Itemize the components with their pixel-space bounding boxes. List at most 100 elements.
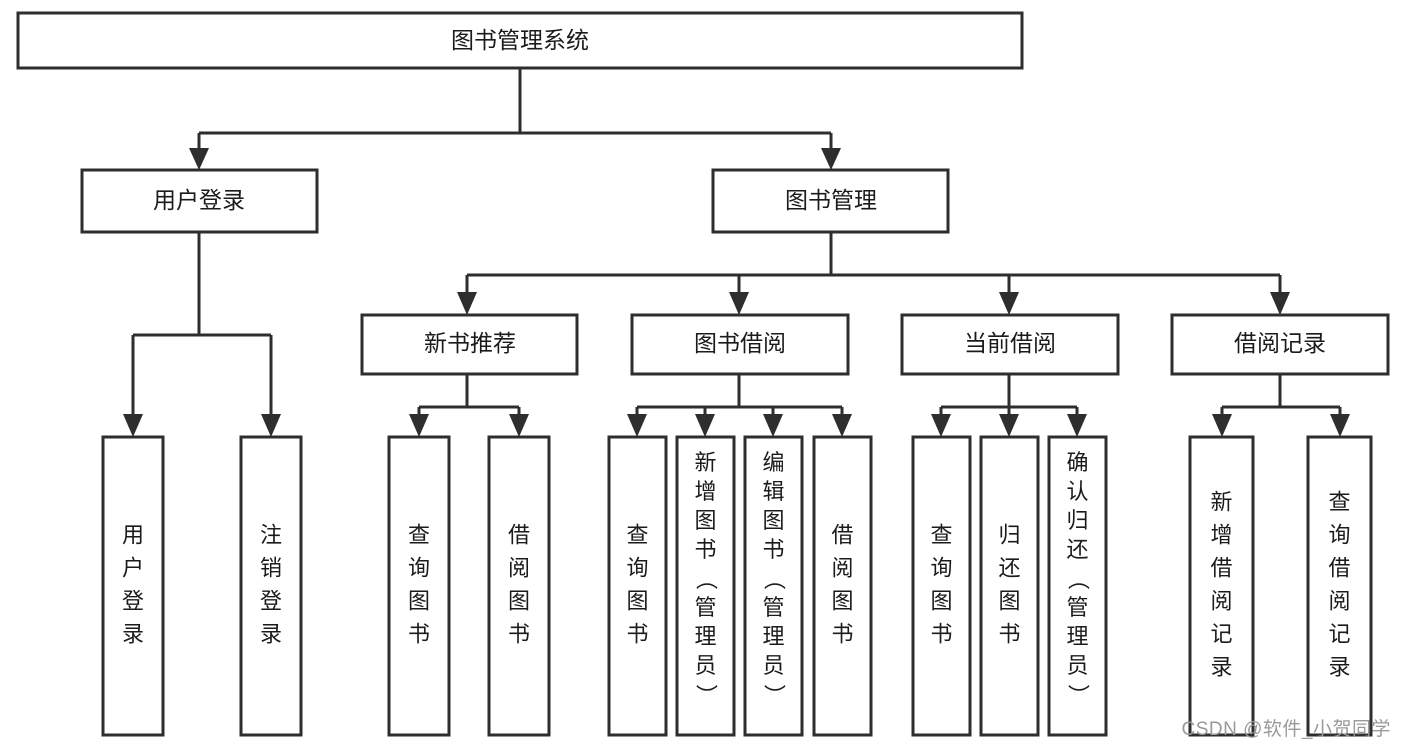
- svg-text:确: 确: [1066, 450, 1088, 475]
- node-book-manage[interactable]: 图书管理: [711, 168, 950, 234]
- leaf-borrow-book-1-box[interactable]: [487, 435, 551, 737]
- svg-text:理: 理: [762, 624, 784, 649]
- svg-text:归: 归: [1066, 508, 1088, 533]
- svg-text:借: 借: [1210, 556, 1232, 581]
- svg-text:销: 销: [260, 556, 282, 581]
- svg-text:图: 图: [930, 589, 952, 614]
- svg-text:登: 登: [260, 589, 282, 614]
- svg-text:图: 图: [998, 589, 1020, 614]
- connector-group-book-manage: [457, 232, 1290, 315]
- svg-text:（: （: [694, 568, 719, 590]
- svg-text:录: 录: [1328, 655, 1350, 680]
- node-borrow-record-box[interactable]: [1170, 313, 1390, 376]
- svg-text:录: 录: [122, 622, 144, 647]
- svg-text:）: ）: [694, 684, 719, 706]
- arrow-to-leaf-confirm-return: [1067, 414, 1087, 437]
- connector-group-borrow-record: [1212, 374, 1350, 437]
- node-book-borrow-box[interactable]: [630, 313, 850, 376]
- arrow-to-new-book-recommend: [457, 292, 477, 315]
- leaf-edit-book-box[interactable]: [743, 435, 804, 737]
- svg-text:用: 用: [122, 523, 144, 548]
- leaf-query-book-3-box[interactable]: [911, 435, 972, 737]
- leaf-query-book-2[interactable]: [607, 435, 668, 737]
- connector-group-root: [189, 68, 841, 170]
- connector-group-user-login: [123, 232, 281, 437]
- leaf-add-book[interactable]: [675, 435, 736, 737]
- svg-text:询: 询: [1328, 523, 1350, 548]
- leaf-add-record-box[interactable]: [1188, 435, 1255, 737]
- watermark-text: CSDN @软件_小贺同学: [1181, 719, 1391, 740]
- svg-text:新: 新: [1210, 490, 1232, 515]
- leaf-user-login[interactable]: [101, 435, 165, 737]
- arrow-to-leaf-add-book: [695, 414, 715, 437]
- leaf-edit-book[interactable]: [743, 435, 804, 737]
- arrow-to-book-borrow: [729, 292, 749, 315]
- leaf-query-record[interactable]: [1306, 435, 1373, 737]
- connector-group-new-book-recommend: [409, 374, 529, 437]
- node-new-book-recommend[interactable]: 新书推荐: [360, 313, 579, 376]
- leaf-add-record[interactable]: [1188, 435, 1255, 737]
- leaf-return-book-box[interactable]: [979, 435, 1040, 737]
- leaf-query-book-2-box[interactable]: [607, 435, 668, 737]
- leaf-confirm-return-box[interactable]: [1047, 435, 1108, 737]
- node-new-book-recommend-label: 新书推荐: [424, 330, 516, 356]
- leaf-borrow-book-2-box[interactable]: [812, 435, 873, 737]
- svg-text:询: 询: [408, 556, 430, 581]
- svg-text:管: 管: [1066, 595, 1088, 620]
- leaf-confirm-return[interactable]: [1047, 435, 1108, 737]
- leaf-user-logout[interactable]: [239, 435, 303, 737]
- arrow-to-borrow-record: [1270, 292, 1290, 315]
- node-current-borrow[interactable]: 当前借阅: [900, 313, 1120, 376]
- node-user-login[interactable]: 用户登录: [80, 168, 319, 234]
- leaf-query-book-3[interactable]: [911, 435, 972, 737]
- leaf-user-login-box[interactable]: [101, 435, 165, 737]
- svg-text:员: 员: [762, 653, 784, 678]
- arrow-to-leaf-query-book-3: [931, 414, 951, 437]
- leaf-query-record-box[interactable]: [1306, 435, 1373, 737]
- svg-text:书: 书: [831, 622, 853, 647]
- svg-text:图: 图: [626, 589, 648, 614]
- svg-text:询: 询: [626, 556, 648, 581]
- leaf-return-book[interactable]: [979, 435, 1040, 737]
- node-book-manage-box[interactable]: [711, 168, 950, 234]
- svg-text:户: 户: [122, 556, 144, 581]
- leaf-borrow-book-2[interactable]: [812, 435, 873, 737]
- arrow-to-leaf-user-logout: [261, 414, 281, 437]
- svg-text:增: 增: [1210, 523, 1232, 548]
- svg-text:管: 管: [762, 595, 784, 620]
- svg-text:借: 借: [508, 523, 530, 548]
- svg-text:管: 管: [694, 595, 716, 620]
- leaf-labels-layer: 用户登录注销登录查询图书借阅图书查询图书新增图书（管理员）编辑图书（管理员）借阅…: [122, 450, 1351, 706]
- svg-text:新: 新: [694, 450, 716, 475]
- node-current-borrow-box[interactable]: [900, 313, 1120, 376]
- svg-text:还: 还: [998, 556, 1020, 581]
- svg-text:阅: 阅: [1210, 589, 1232, 614]
- node-root-box[interactable]: [16, 11, 1024, 70]
- svg-text:员: 员: [694, 653, 716, 678]
- leaf-query-book-1-box[interactable]: [387, 435, 451, 737]
- node-book-borrow-label: 图书借阅: [694, 330, 786, 356]
- node-new-book-recommend-box[interactable]: [360, 313, 579, 376]
- svg-text:图: 图: [762, 508, 784, 533]
- arrow-to-leaf-borrow-book-1: [509, 414, 529, 437]
- svg-text:阅: 阅: [1328, 589, 1350, 614]
- arrow-to-leaf-return-book: [999, 414, 1019, 437]
- leaf-user-logout-box[interactable]: [239, 435, 303, 737]
- node-borrow-record[interactable]: 借阅记录: [1170, 313, 1390, 376]
- node-root[interactable]: 图书管理系统: [16, 11, 1024, 70]
- node-user-login-label: 用户登录: [153, 187, 245, 213]
- leaf-add-book-box[interactable]: [675, 435, 736, 737]
- svg-text:书: 书: [626, 622, 648, 647]
- arrow-to-leaf-edit-book: [763, 414, 783, 437]
- leaf-query-book-1[interactable]: [387, 435, 451, 737]
- node-book-borrow[interactable]: 图书借阅: [630, 313, 850, 376]
- node-user-login-box[interactable]: [80, 168, 319, 234]
- arrow-to-leaf-query-book-1: [409, 414, 429, 437]
- leaf-borrow-book-1[interactable]: [487, 435, 551, 737]
- node-current-borrow-label: 当前借阅: [964, 330, 1056, 356]
